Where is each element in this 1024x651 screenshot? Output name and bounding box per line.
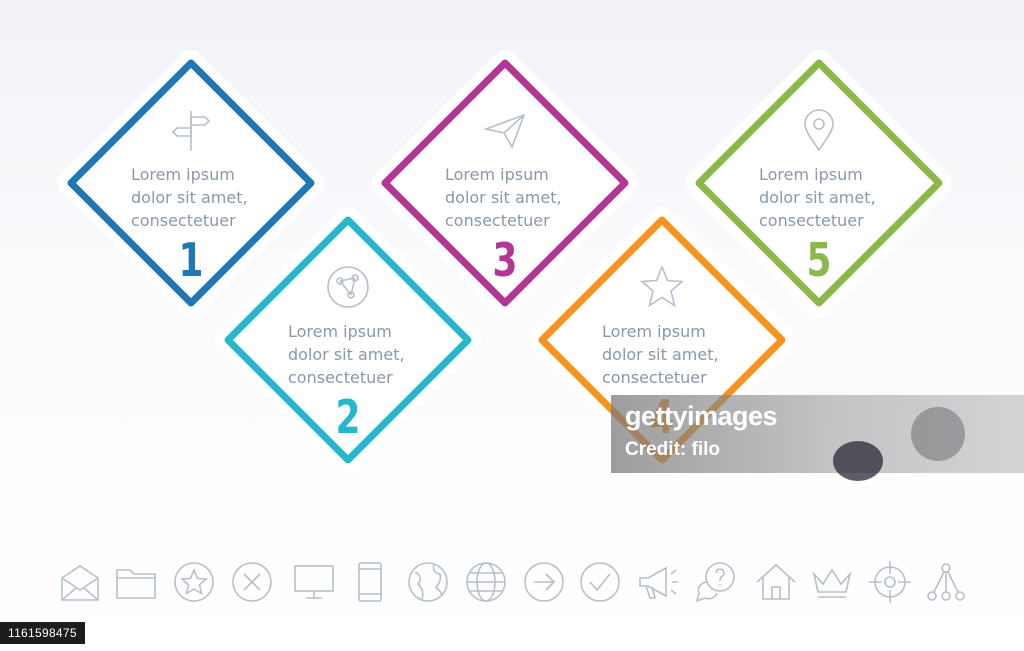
watermark: gettyimages Credit: filo — [611, 395, 1024, 481]
close-circle-icon — [232, 562, 272, 602]
star-icon — [640, 264, 684, 308]
hierarchy-icon — [927, 563, 965, 601]
crosshair-icon — [869, 561, 911, 603]
icon-row — [58, 560, 978, 608]
envelope-icon — [61, 565, 99, 601]
question-bubble-icon — [695, 562, 735, 603]
crown-icon — [812, 568, 852, 598]
signpost-icon — [171, 111, 211, 151]
star-circle-icon — [174, 562, 214, 602]
globe-grid-icon — [466, 562, 506, 602]
step-5-number: 5 — [806, 233, 832, 287]
stock-id-badge: 1161598475 — [0, 622, 85, 644]
step-3-frame — [372, 50, 638, 316]
check-circle-icon — [580, 562, 620, 602]
step-1-frame — [58, 50, 324, 316]
megaphone-icon — [639, 566, 678, 599]
home-icon — [756, 563, 796, 600]
location-pin-icon — [804, 109, 834, 152]
watermark-logo: gettyimages — [625, 401, 778, 431]
step-1-number: 1 — [178, 233, 204, 287]
globe-icon — [408, 562, 448, 602]
folder-icon — [116, 569, 156, 599]
paper-plane-icon — [483, 113, 526, 149]
network-globe-icon — [327, 266, 369, 308]
step-2-number: 2 — [335, 390, 361, 444]
step-2-frame — [215, 207, 481, 473]
arrow-circle-icon — [524, 562, 564, 602]
monitor-icon — [294, 565, 334, 599]
mobile-phone-icon — [358, 562, 382, 602]
step-3-number: 3 — [492, 233, 518, 287]
step-5-frame — [686, 50, 952, 316]
watermark-credit: Credit: filo — [625, 439, 720, 460]
